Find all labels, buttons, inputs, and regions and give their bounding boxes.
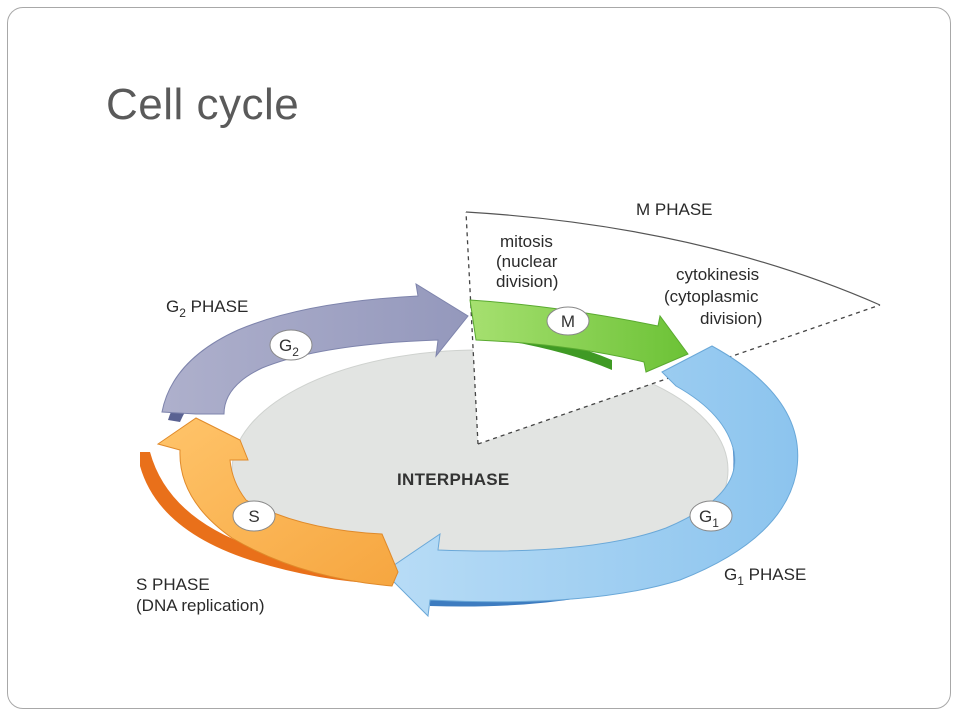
m-phase-sector	[466, 212, 880, 444]
m-badge	[546, 306, 590, 336]
cytokinesis-label: (cytoplasmic	[664, 287, 759, 306]
m-phase-sector-edge	[477, 304, 881, 445]
mitosis-label: mitosis	[500, 232, 553, 251]
g2-phase-label: G2 PHASE	[166, 297, 248, 320]
m-phase-sector-edge	[465, 211, 479, 445]
svg-text:G1: G1	[699, 507, 719, 530]
interphase-label: INTERPHASE	[397, 470, 510, 489]
g2-badge	[269, 329, 313, 361]
cytokinesis-label: division)	[700, 309, 762, 328]
s-badge	[232, 500, 276, 532]
s-badge-label: S	[248, 507, 259, 526]
slide-title: Cell cycle	[106, 80, 300, 129]
s-phase-label: S PHASE	[136, 575, 210, 594]
g1-phase-label: G1 PHASE	[724, 565, 806, 588]
m-phase-arrow	[469, 299, 689, 373]
g1-phase-arrow	[383, 345, 799, 618]
g2-phase-arrow	[161, 282, 469, 415]
s-phase-arrow	[156, 417, 399, 587]
cytokinesis-label: cytokinesis	[676, 265, 759, 284]
mitosis-label: division)	[496, 272, 558, 291]
s-phase-sublabel: (DNA replication)	[136, 596, 265, 615]
g1-badge	[689, 500, 733, 532]
svg-text:G2: G2	[279, 336, 299, 359]
m-phase-arc	[465, 211, 881, 306]
m-badge-label: M	[561, 312, 575, 331]
mitosis-label: (nuclear	[496, 252, 558, 271]
m-phase-label: M PHASE	[636, 200, 713, 219]
